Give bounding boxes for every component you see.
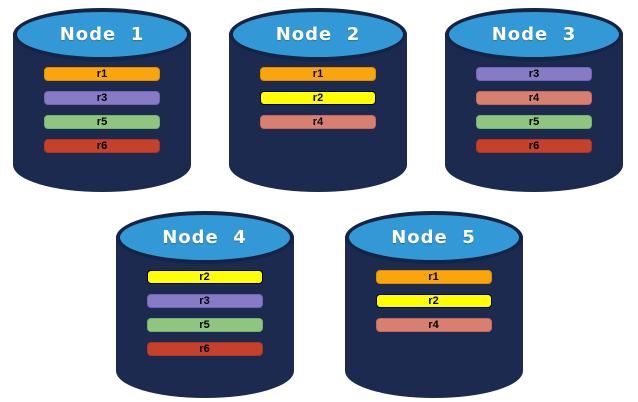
replica-label: r4 xyxy=(528,91,540,104)
database-node-2: Node 2 r1 r2 r4 xyxy=(229,8,407,192)
replica-label: r5 xyxy=(96,115,108,128)
database-node-3: Node 3 r3 r4 r5 r6 xyxy=(445,8,623,192)
database-node-4: Node 4 r2 r3 r5 r6 xyxy=(115,211,294,398)
replica-label: r5 xyxy=(528,115,540,128)
node-title: Node 2 xyxy=(275,24,361,45)
replica-label: r6 xyxy=(96,139,108,152)
cylinder-top: Node 5 xyxy=(344,211,523,264)
cylinder-top: Node 3 xyxy=(445,8,623,61)
replica-label: r4 xyxy=(428,318,439,331)
cylinder-top: Node 1 xyxy=(13,8,191,61)
replica-bar-r2: r2 xyxy=(375,294,492,308)
replica-bar-r4: r4 xyxy=(476,91,592,105)
replica-bar-r1: r1 xyxy=(44,67,160,81)
replica-bar-r5: r5 xyxy=(44,115,160,129)
cylinder-top: Node 4 xyxy=(115,211,294,264)
node-row-bottom: Node 4 r2 r3 r5 r6 Node 5 r1 r2 r4 xyxy=(0,192,638,398)
replica-label: r3 xyxy=(199,294,210,307)
replica-bar-r3: r3 xyxy=(146,294,263,308)
cylinder-top: Node 2 xyxy=(229,8,407,61)
replica-bar-r4: r4 xyxy=(375,318,492,332)
replica-label: r2 xyxy=(199,270,210,283)
replica-list: r1 r2 r4 xyxy=(345,270,523,332)
database-node-5: Node 5 r1 r2 r4 xyxy=(344,211,523,398)
replica-bar-r2: r2 xyxy=(146,270,263,284)
replica-label: r1 xyxy=(312,67,324,80)
replica-bar-r5: r5 xyxy=(146,318,263,332)
node-title: Node 3 xyxy=(491,24,577,45)
database-node-1: Node 1 r1 r3 r5 r6 xyxy=(13,8,191,192)
replica-label: r3 xyxy=(96,91,108,104)
replica-bar-r3: r3 xyxy=(44,91,160,105)
replica-label: r1 xyxy=(428,270,439,283)
replica-bar-r1: r1 xyxy=(375,270,492,284)
replica-label: r5 xyxy=(199,318,210,331)
replica-bar-r1: r1 xyxy=(260,67,376,81)
replica-list: r3 r4 r5 r6 xyxy=(445,67,623,153)
replica-label: r3 xyxy=(528,67,540,80)
replica-bar-r5: r5 xyxy=(476,115,592,129)
replica-list: r2 r3 r5 r6 xyxy=(116,270,294,356)
replica-label: r6 xyxy=(199,342,210,355)
replica-bar-r3: r3 xyxy=(476,67,592,81)
node-title: Node 1 xyxy=(59,24,145,45)
replica-label: r6 xyxy=(528,139,540,152)
replica-bar-r2: r2 xyxy=(260,91,376,105)
replica-label: r1 xyxy=(96,67,108,80)
replica-list: r1 r3 r5 r6 xyxy=(13,67,191,153)
replica-bar-r4: r4 xyxy=(260,115,376,129)
replica-label: r4 xyxy=(312,115,324,128)
replica-label: r2 xyxy=(428,294,439,307)
node-title: Node 5 xyxy=(391,227,476,248)
replica-bar-r6: r6 xyxy=(44,139,160,153)
replica-list: r1 r2 r4 xyxy=(229,67,407,129)
replica-label: r2 xyxy=(312,91,324,104)
replica-bar-r6: r6 xyxy=(146,342,263,356)
replica-bar-r6: r6 xyxy=(476,139,592,153)
node-title: Node 4 xyxy=(162,227,247,248)
